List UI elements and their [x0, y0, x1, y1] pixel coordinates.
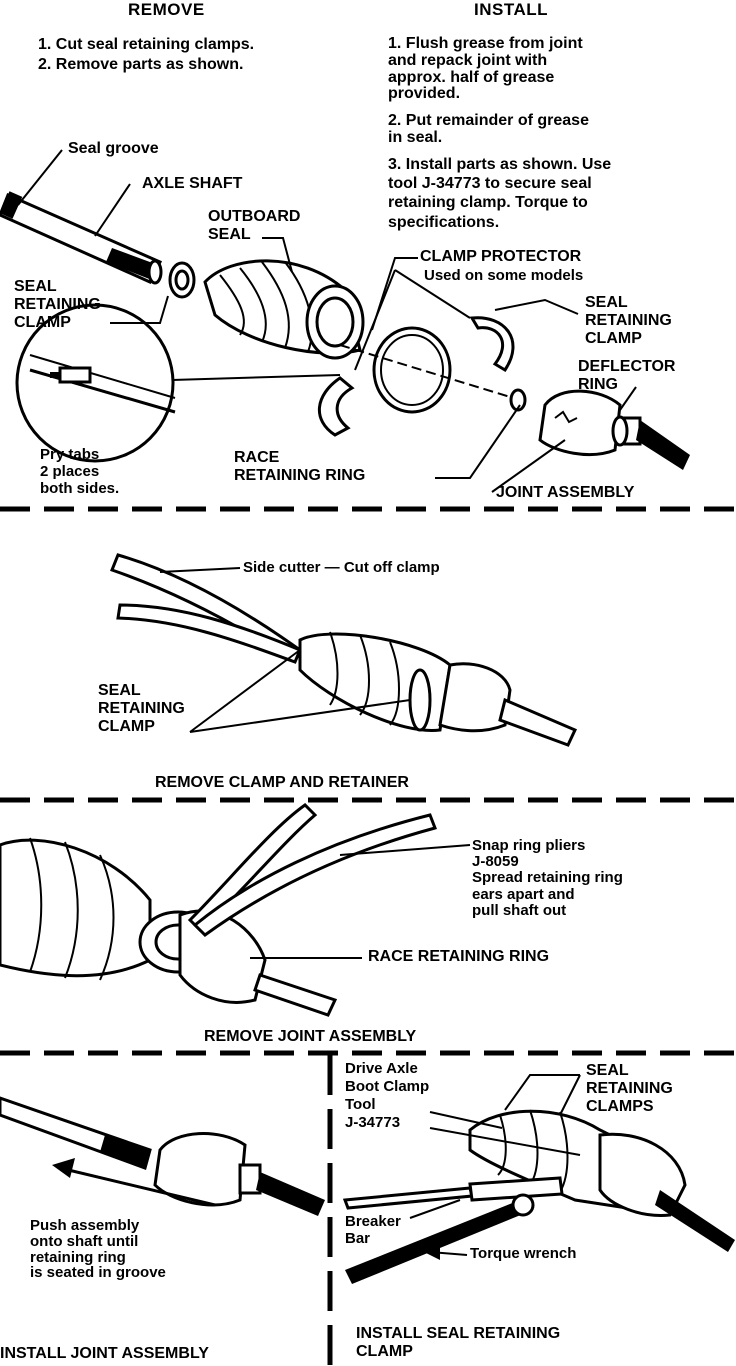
label-axle-shaft: AXLE SHAFT	[142, 175, 243, 192]
panel5-leaders	[409, 1074, 581, 1260]
install-step-2: 2. Put remainder of grease in seal.	[388, 112, 589, 146]
label-breaker-bar: Breaker Bar	[345, 1213, 401, 1247]
panel3-seal-drawing	[0, 837, 338, 1017]
seal-retaining-clamp-left-drawing	[168, 261, 196, 299]
label-clamp-protector-note: Used on some models	[424, 267, 584, 284]
caption-remove-clamp: REMOVE CLAMP AND RETAINER	[155, 774, 409, 791]
label-seal-retaining-clamp-right: SEAL RETAINING CLAMP	[585, 294, 672, 347]
panel2-leader	[189, 649, 301, 733]
label-race-retaining-ring: RACE RETAINING RING	[234, 449, 366, 484]
label-deflector-ring: DEFLECTOR RING	[578, 358, 676, 393]
label-snap-ring-pliers: Snap ring pliers J-8059 Spread retaining…	[472, 837, 623, 919]
panel2-seal-drawing	[298, 631, 578, 747]
label-side-cutter: Side cutter — Cut off clamp	[243, 559, 440, 576]
remove-heading: REMOVE	[128, 0, 205, 19]
clamp-protector-drawing	[318, 316, 515, 437]
panel3-leader-1	[339, 844, 471, 856]
label-seal-retaining-clamp: SEAL RETAINING CLAMP	[98, 682, 185, 735]
caption-install-joint: INSTALL JOINT ASSEMBLY	[0, 1345, 209, 1362]
label-outboard-seal: OUTBOARD SEAL	[208, 208, 301, 243]
caption-remove-joint: REMOVE JOINT ASSEMBLY	[204, 1028, 417, 1045]
snap-ring-pliers-drawing	[187, 803, 437, 937]
label-torque-wrench: Torque wrench	[470, 1245, 577, 1262]
label-seal-retaining-clamps: SEAL RETAINING CLAMPS	[586, 1062, 673, 1115]
label-boot-clamp-tool: Drive Axle Boot Clamp Tool J-34773	[345, 1060, 430, 1131]
breaker-bar-drawing	[342, 1176, 564, 1210]
label-seal-groove: Seal groove	[68, 140, 159, 157]
panel5-seal-drawing	[468, 1109, 735, 1252]
remove-step-1: 1. Cut seal retaining clamps.	[38, 36, 255, 53]
remove-step-2: 2. Remove parts as shown.	[38, 56, 244, 73]
torque-wrench-drawing	[345, 1193, 535, 1284]
panel1-leaders	[17, 149, 637, 493]
label-joint-assembly: JOINT ASSEMBLY	[496, 484, 635, 501]
panel4-shaft-drawing	[0, 1096, 325, 1216]
caption-install-seal-clamp: INSTALL SEAL RETAINING CLAMP	[356, 1325, 561, 1360]
label-race-retaining-ring-p3: RACE RETAINING RING	[368, 948, 550, 965]
label-push-assembly: Push assembly onto shaft until retaining…	[30, 1217, 166, 1282]
label-seal-retaining-clamp-left: SEAL RETAINING CLAMP	[14, 278, 101, 331]
pry-tabs-inset	[15, 303, 341, 463]
race-retaining-ring-drawing	[372, 326, 452, 414]
joint-assembly-drawing	[538, 389, 690, 470]
install-step-1: 1. Flush grease from joint and repack jo…	[388, 35, 583, 103]
outboard-seal-drawing	[203, 259, 365, 360]
axle-shaft-drawing	[0, 191, 163, 285]
install-step-3: 3. Install parts as shown. Use tool J-34…	[388, 156, 612, 231]
label-pry-tabs: Pry tabs 2 places both sides.	[40, 446, 120, 497]
install-heading: INSTALL	[474, 0, 549, 19]
label-clamp-protector: CLAMP PROTECTOR	[420, 248, 582, 265]
side-cutter-drawing	[110, 553, 303, 664]
